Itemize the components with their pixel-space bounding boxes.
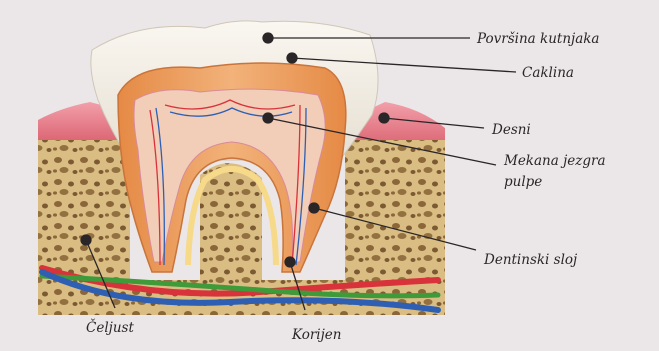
label-dentin: Dentinski sloj xyxy=(483,252,577,268)
label-enamel: Caklina xyxy=(522,65,574,81)
label-pulp-line1: Mekana jezgra xyxy=(503,153,606,169)
jaw-bone-between-roots xyxy=(200,163,262,285)
label-crown-surface: Površina kutnjaka xyxy=(476,31,599,47)
label-gum: Desni xyxy=(491,122,531,138)
label-jaw: Čeljust xyxy=(86,319,134,336)
label-root: Korijen xyxy=(291,327,342,343)
label-pulp-line2: pulpe xyxy=(504,174,542,190)
